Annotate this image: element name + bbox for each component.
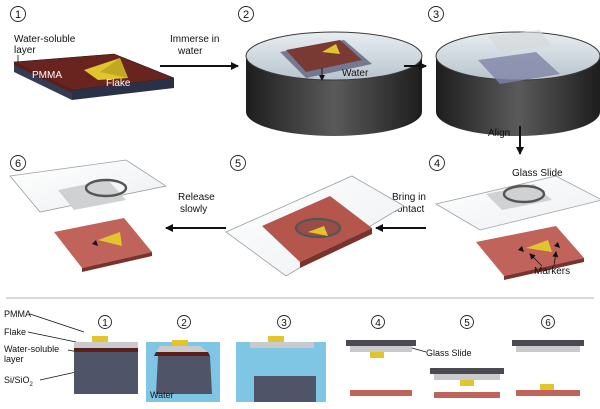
label-contact: contact	[392, 204, 424, 215]
step-number-badge	[177, 315, 191, 329]
label-bring-in: Bring in	[392, 192, 426, 203]
label-si-sio2: Si/SiO2	[58, 115, 90, 128]
panel-3-dish	[435, 30, 600, 136]
label-markers: Markers	[534, 266, 570, 277]
bottom-step-2: 2	[181, 318, 187, 329]
pointer-marker-right	[552, 251, 559, 267]
step-number-1: 1	[15, 9, 21, 21]
label-flake: Flake	[106, 78, 131, 89]
section-4	[346, 340, 416, 396]
label-slowly: slowly	[180, 204, 207, 215]
panel-1-chip	[12, 53, 175, 100]
label-release: Release	[178, 192, 215, 203]
label-layer: layer	[14, 45, 36, 56]
step-number-badge	[371, 315, 385, 329]
step-number-badge	[10, 6, 26, 22]
step-number-badge	[460, 315, 474, 329]
step-number-badge	[541, 315, 555, 329]
step-number-2: 2	[243, 9, 249, 21]
bottom-step-1: 1	[102, 318, 108, 329]
section-6	[512, 340, 584, 396]
pointer-marker-left	[529, 253, 543, 267]
step-number-3: 3	[433, 9, 439, 21]
label-align: Align	[488, 128, 510, 139]
label-layer-bottom: layer	[4, 354, 24, 364]
label-pmma: PMMA	[32, 70, 62, 81]
step-number-badge	[238, 6, 254, 22]
step-number-badge	[277, 315, 291, 329]
bottom-step-5: 5	[464, 318, 470, 329]
label-glass-slide: Glass Slide	[512, 168, 563, 179]
step-number-4: 4	[434, 158, 440, 170]
section-5	[430, 368, 504, 398]
label-pmma-bottom: PMMA	[4, 309, 31, 319]
pointer-substrate	[39, 371, 77, 381]
step-number-badge	[98, 315, 112, 329]
panel-6-stack	[9, 159, 168, 272]
label-si-sio2-bottom: Si/SiO2	[4, 375, 34, 388]
section-1	[74, 336, 138, 394]
panel-2-dish	[245, 31, 423, 136]
section-3	[236, 336, 326, 402]
bottom-step-3: 3	[281, 318, 287, 329]
label-glass-slide-bottom: Glass Slide	[426, 348, 472, 358]
bottom-step-6: 6	[545, 318, 551, 329]
label-flake-bottom: Flake	[4, 327, 26, 337]
step-number-badge	[429, 155, 445, 171]
label-water-soluble-bottom: Water-soluble	[4, 344, 59, 354]
panel-4-stack	[434, 175, 600, 280]
label-water-bottom: Water	[150, 390, 174, 400]
pointer-flake	[27, 331, 77, 343]
step-number-badge	[10, 155, 26, 171]
step-number-6: 6	[15, 158, 21, 170]
pointer-glass-slide	[411, 347, 427, 353]
pointer-pmma	[29, 313, 85, 333]
label-immerse: Immerse in	[170, 34, 219, 45]
label-water-soluble: Water-soluble	[14, 34, 76, 45]
panel-5-stack	[225, 175, 405, 277]
section-2	[146, 340, 220, 402]
label-water: water	[177, 46, 203, 57]
step-number-badge	[230, 155, 246, 171]
step-number-badge	[428, 6, 444, 22]
step-number-5: 5	[235, 158, 241, 170]
bottom-step-4: 4	[375, 318, 381, 329]
label-water-dish: Water	[342, 68, 369, 79]
